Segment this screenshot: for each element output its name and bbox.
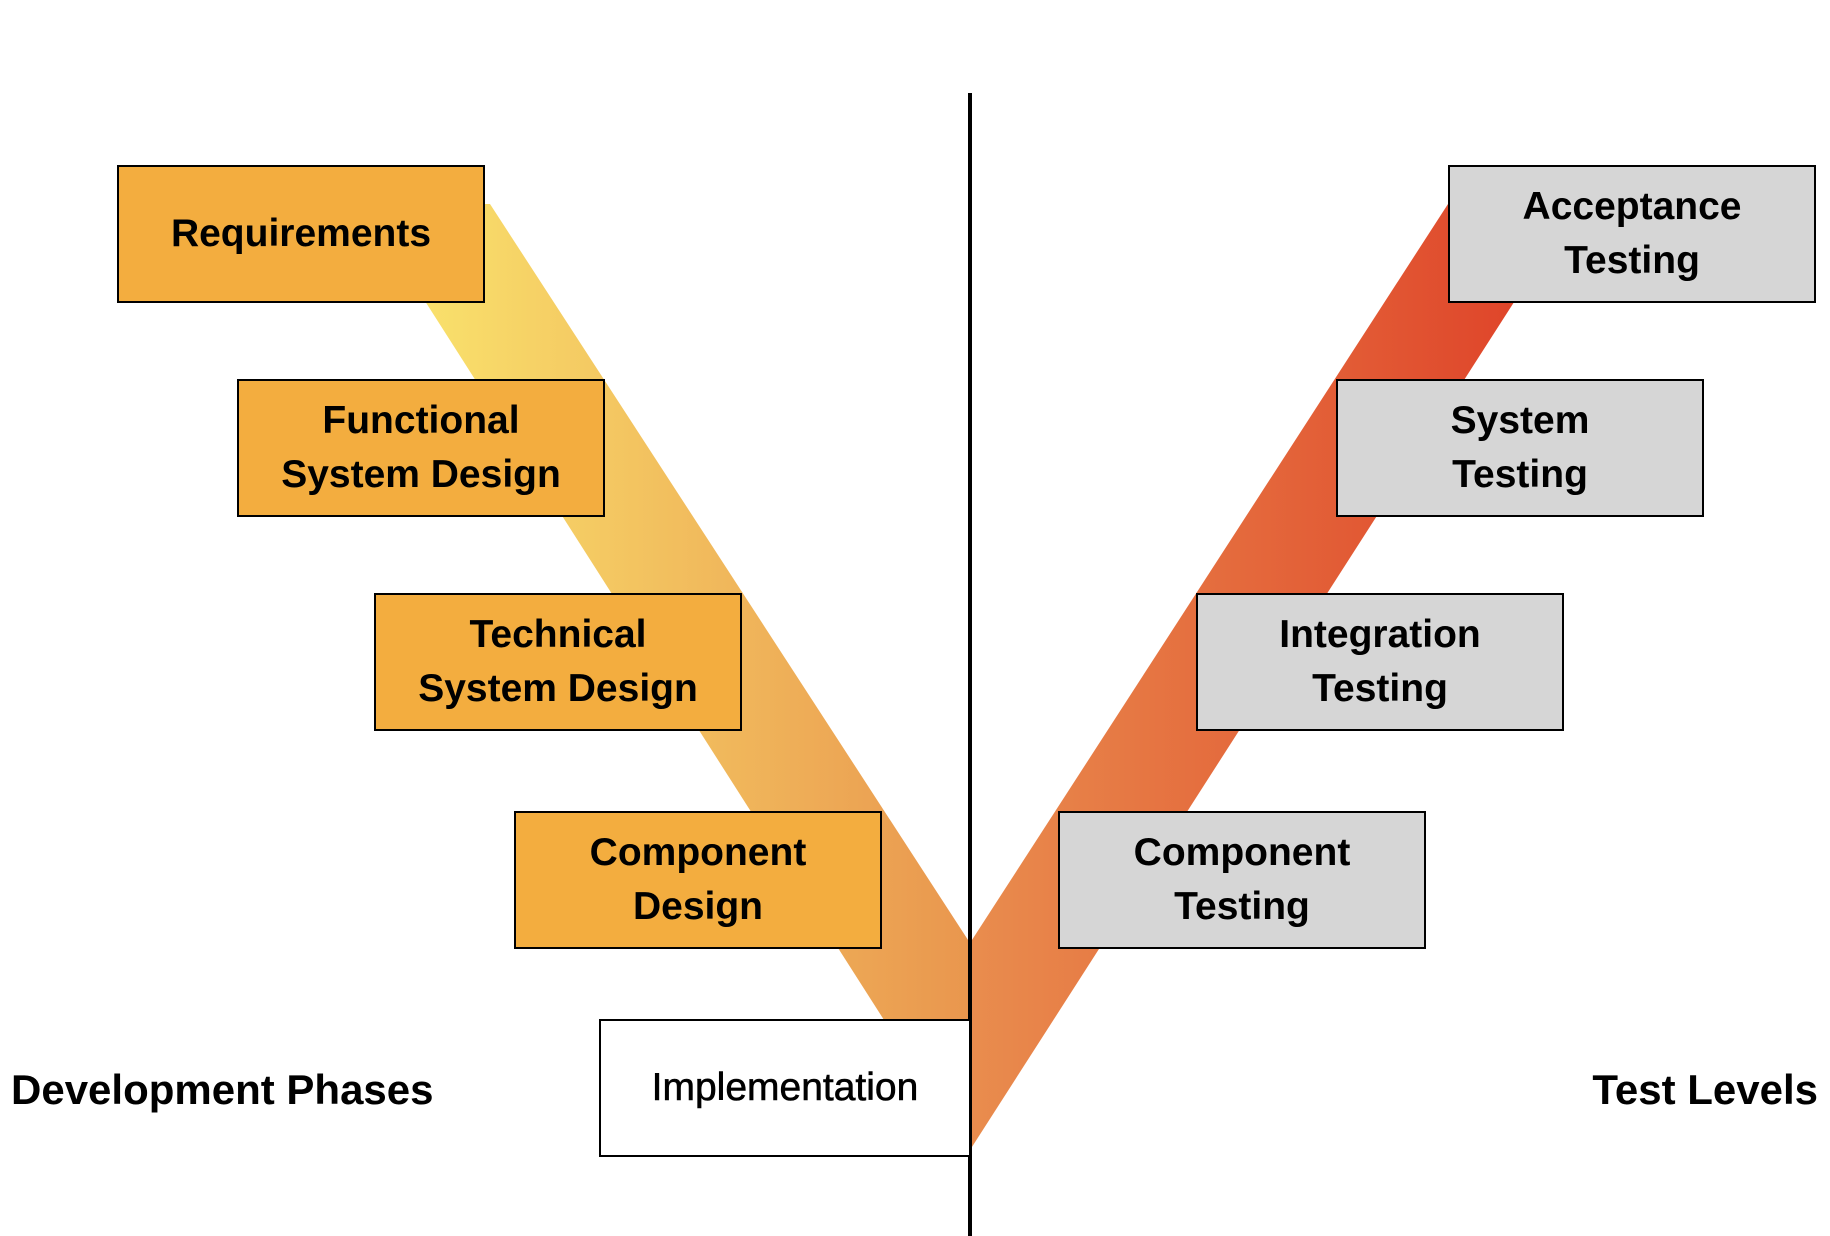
level-component-testing: Component Testing <box>1058 811 1426 949</box>
center-divider <box>968 93 972 1236</box>
phase-functional-system-design: Functional System Design <box>237 379 605 517</box>
phase-requirements: Requirements <box>117 165 485 303</box>
phase-technical-system-design: Technical System Design <box>374 593 742 731</box>
level-acceptance-testing: Acceptance Testing <box>1448 165 1816 303</box>
level-integration-testing: Integration Testing <box>1196 593 1564 731</box>
phase-component-design: Component Design <box>514 811 882 949</box>
level-system-testing: System Testing <box>1336 379 1704 517</box>
phase-implementation: Implementation <box>599 1019 971 1157</box>
test-levels-heading: Test Levels <box>1592 1066 1818 1113</box>
development-phases-heading: Development Phases <box>11 1066 434 1113</box>
